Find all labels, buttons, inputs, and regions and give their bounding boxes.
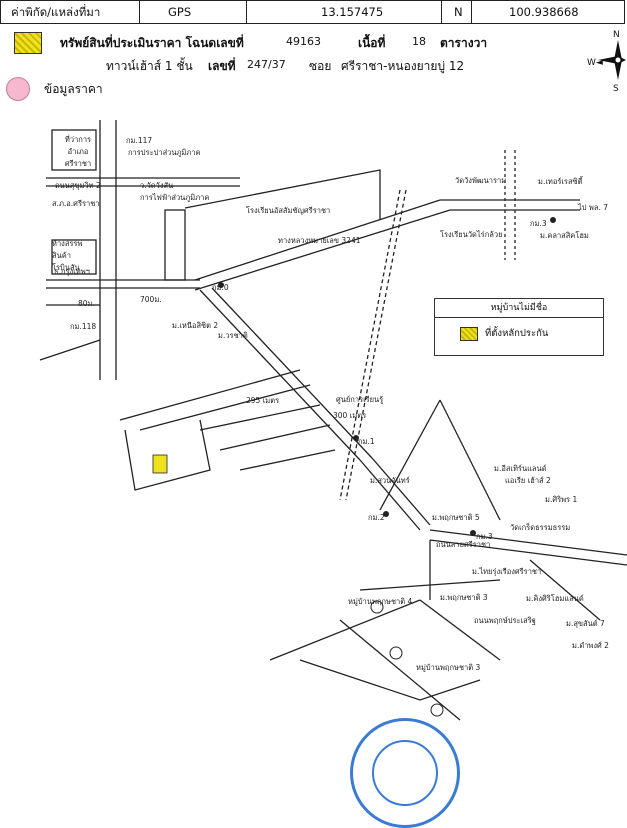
bank-label: ธ.กรุงเทพฯ (54, 267, 90, 276)
d700-label: 700ม. (140, 295, 162, 304)
source-value: GPS (168, 5, 192, 19)
village-4-label: หมู่บ้านพฤกษชาติ 4 (348, 597, 413, 606)
km1-label: กม.1 (358, 437, 375, 446)
asset-title: ทรัพย์สินที่ประเมินราคา โฉนดเลขที่ (60, 36, 244, 50)
dept-store-label: ห้างสรรพสินค้าโรบินสัน (52, 239, 83, 272)
area-label: เนื้อที่ (358, 36, 386, 50)
electric-label: การไฟฟ้าส่วนภูมิภาค (140, 193, 210, 202)
village-sriraja-label: ม.ไทยรุ่งเรืองศรีราชา (472, 567, 542, 576)
school-label: โรงเรียนอัสสัมชัญศรีราชา (246, 206, 331, 215)
road7-label: ไป พล. 7 (578, 203, 608, 212)
km3b-label: กม.3 (476, 532, 493, 541)
house-no-label: เลขที่ (208, 59, 236, 73)
m-esterate-label: ม.อีสเทิร์นแลนด์ (494, 464, 547, 473)
m-kingsiri-label: ม.คิงศิริโฮมแลนด์ (526, 594, 584, 603)
m-terrace2-label: แอเรีย เฮ้าส์ 2 (505, 476, 551, 485)
d80-label: 80ม. (78, 299, 95, 308)
highway-label: ทางหลวงหมายเลข 3241 (278, 236, 361, 245)
official-stamp-inner (372, 740, 438, 806)
location-map (39, 120, 627, 721)
price-label: ข้อมูลราคา (44, 82, 103, 96)
area-value: 18 (412, 35, 426, 48)
wat-dhamma-label: วัดเกร็ดธรรมธรรม (510, 523, 571, 532)
d295-label: 295 เมตร (246, 396, 280, 405)
m-thetrisit-label: ม.เทอร์เรสซิตี้ (538, 177, 583, 186)
wat-label: ว.วัดวังสัน (140, 181, 174, 190)
coordinates-header: ค่าพิกัด/แหล่งที่มา GPS 13.157475 N 100.… (0, 0, 625, 24)
sukhumvit-soi2-label: ถนนสุขุมวิท 2 (55, 181, 101, 190)
soi-value: ศรีราชา-หนองยายบู่ 12 (341, 59, 465, 73)
compass-s: S (613, 84, 619, 94)
legend-swatch (460, 327, 478, 341)
road-nong-label: ถนนสายศรีราชา (436, 540, 491, 549)
legend-title: หมู่บ้านไม่มีชื่อ (435, 299, 603, 318)
district-office-label: ที่ว่าการอำเภอศรีราชา (64, 135, 92, 168)
km2-label: กม.2 (368, 513, 385, 522)
latitude-value: 13.157475 (321, 5, 384, 19)
m-suanchat-label: ม.สวนจันทร์ (370, 476, 410, 485)
divider (441, 1, 442, 23)
school-wat-label: โรงเรียนวัดไร่กล้วย (440, 230, 503, 239)
divider (471, 1, 472, 23)
m-dampong-label: ม.ดำพงศ์ 2 (572, 641, 609, 650)
direction-value: N (454, 5, 463, 19)
compass-n: N (613, 30, 620, 40)
wat-sunan-label: วัดวังพัฒนาราม (455, 176, 507, 185)
asset-type: ทาวน์เฮ้าส์ 1 ชั้น (106, 59, 193, 73)
location-label: ค่าพิกัด/แหล่งที่มา (11, 5, 101, 19)
price-dot (6, 77, 30, 101)
km3-label: กม.3 (530, 219, 547, 228)
m-nuea-label: ม.เหนือสิชิต 2 (172, 321, 219, 330)
area-unit: ตารางวา (440, 36, 488, 50)
compass-icon (598, 40, 626, 80)
divider (139, 1, 140, 23)
village-3-label: หมู่บ้านพฤกษชาติ 3 (416, 663, 481, 672)
m-siriphon-label: ม.ศิริพร 1 (545, 495, 578, 504)
deed-number: 49163 (286, 35, 321, 48)
longitude-value: 100.938668 (509, 5, 579, 19)
center-label: ศูนย์การเรียนรู้ (336, 395, 384, 404)
km0-label: กม.0 (212, 283, 229, 292)
map-legend: หมู่บ้านไม่มีชื่อ ที่ตั้งหลักประกัน (434, 298, 604, 356)
soi-label: ซอย (309, 59, 332, 73)
m-khlasit-label: ม.คลาสสิคโฮม (540, 231, 589, 240)
compass-w: W◄ (587, 58, 603, 68)
divider (246, 1, 247, 23)
m-phruksa3-label: ม.พฤกษชาติ 3 (440, 593, 488, 602)
legend-item-label: ที่ตั้งหลักประกัน (485, 328, 549, 339)
house-no-value: 247/37 (247, 58, 286, 71)
m-phruksa5-label: ม.พฤกษชาติ 5 (432, 513, 480, 522)
m-sirthip-label: ม.สุขสันต์ 7 (566, 619, 605, 628)
collateral-swatch (14, 32, 42, 54)
pea-label: การประปาส่วนภูมิภาค (128, 148, 201, 157)
soi-prasert-label: ถนนพฤกษ์ประเสริฐ (474, 616, 536, 625)
km118-label: กม.118 (70, 322, 97, 331)
km117-label: กม.117 (126, 136, 153, 145)
d300-label: 300 เมตร (333, 411, 367, 420)
saranon-label: ส.ภ.อ.ศรีราชา (52, 199, 100, 208)
m-worachet-label: ม.วรชาติ (218, 331, 248, 340)
